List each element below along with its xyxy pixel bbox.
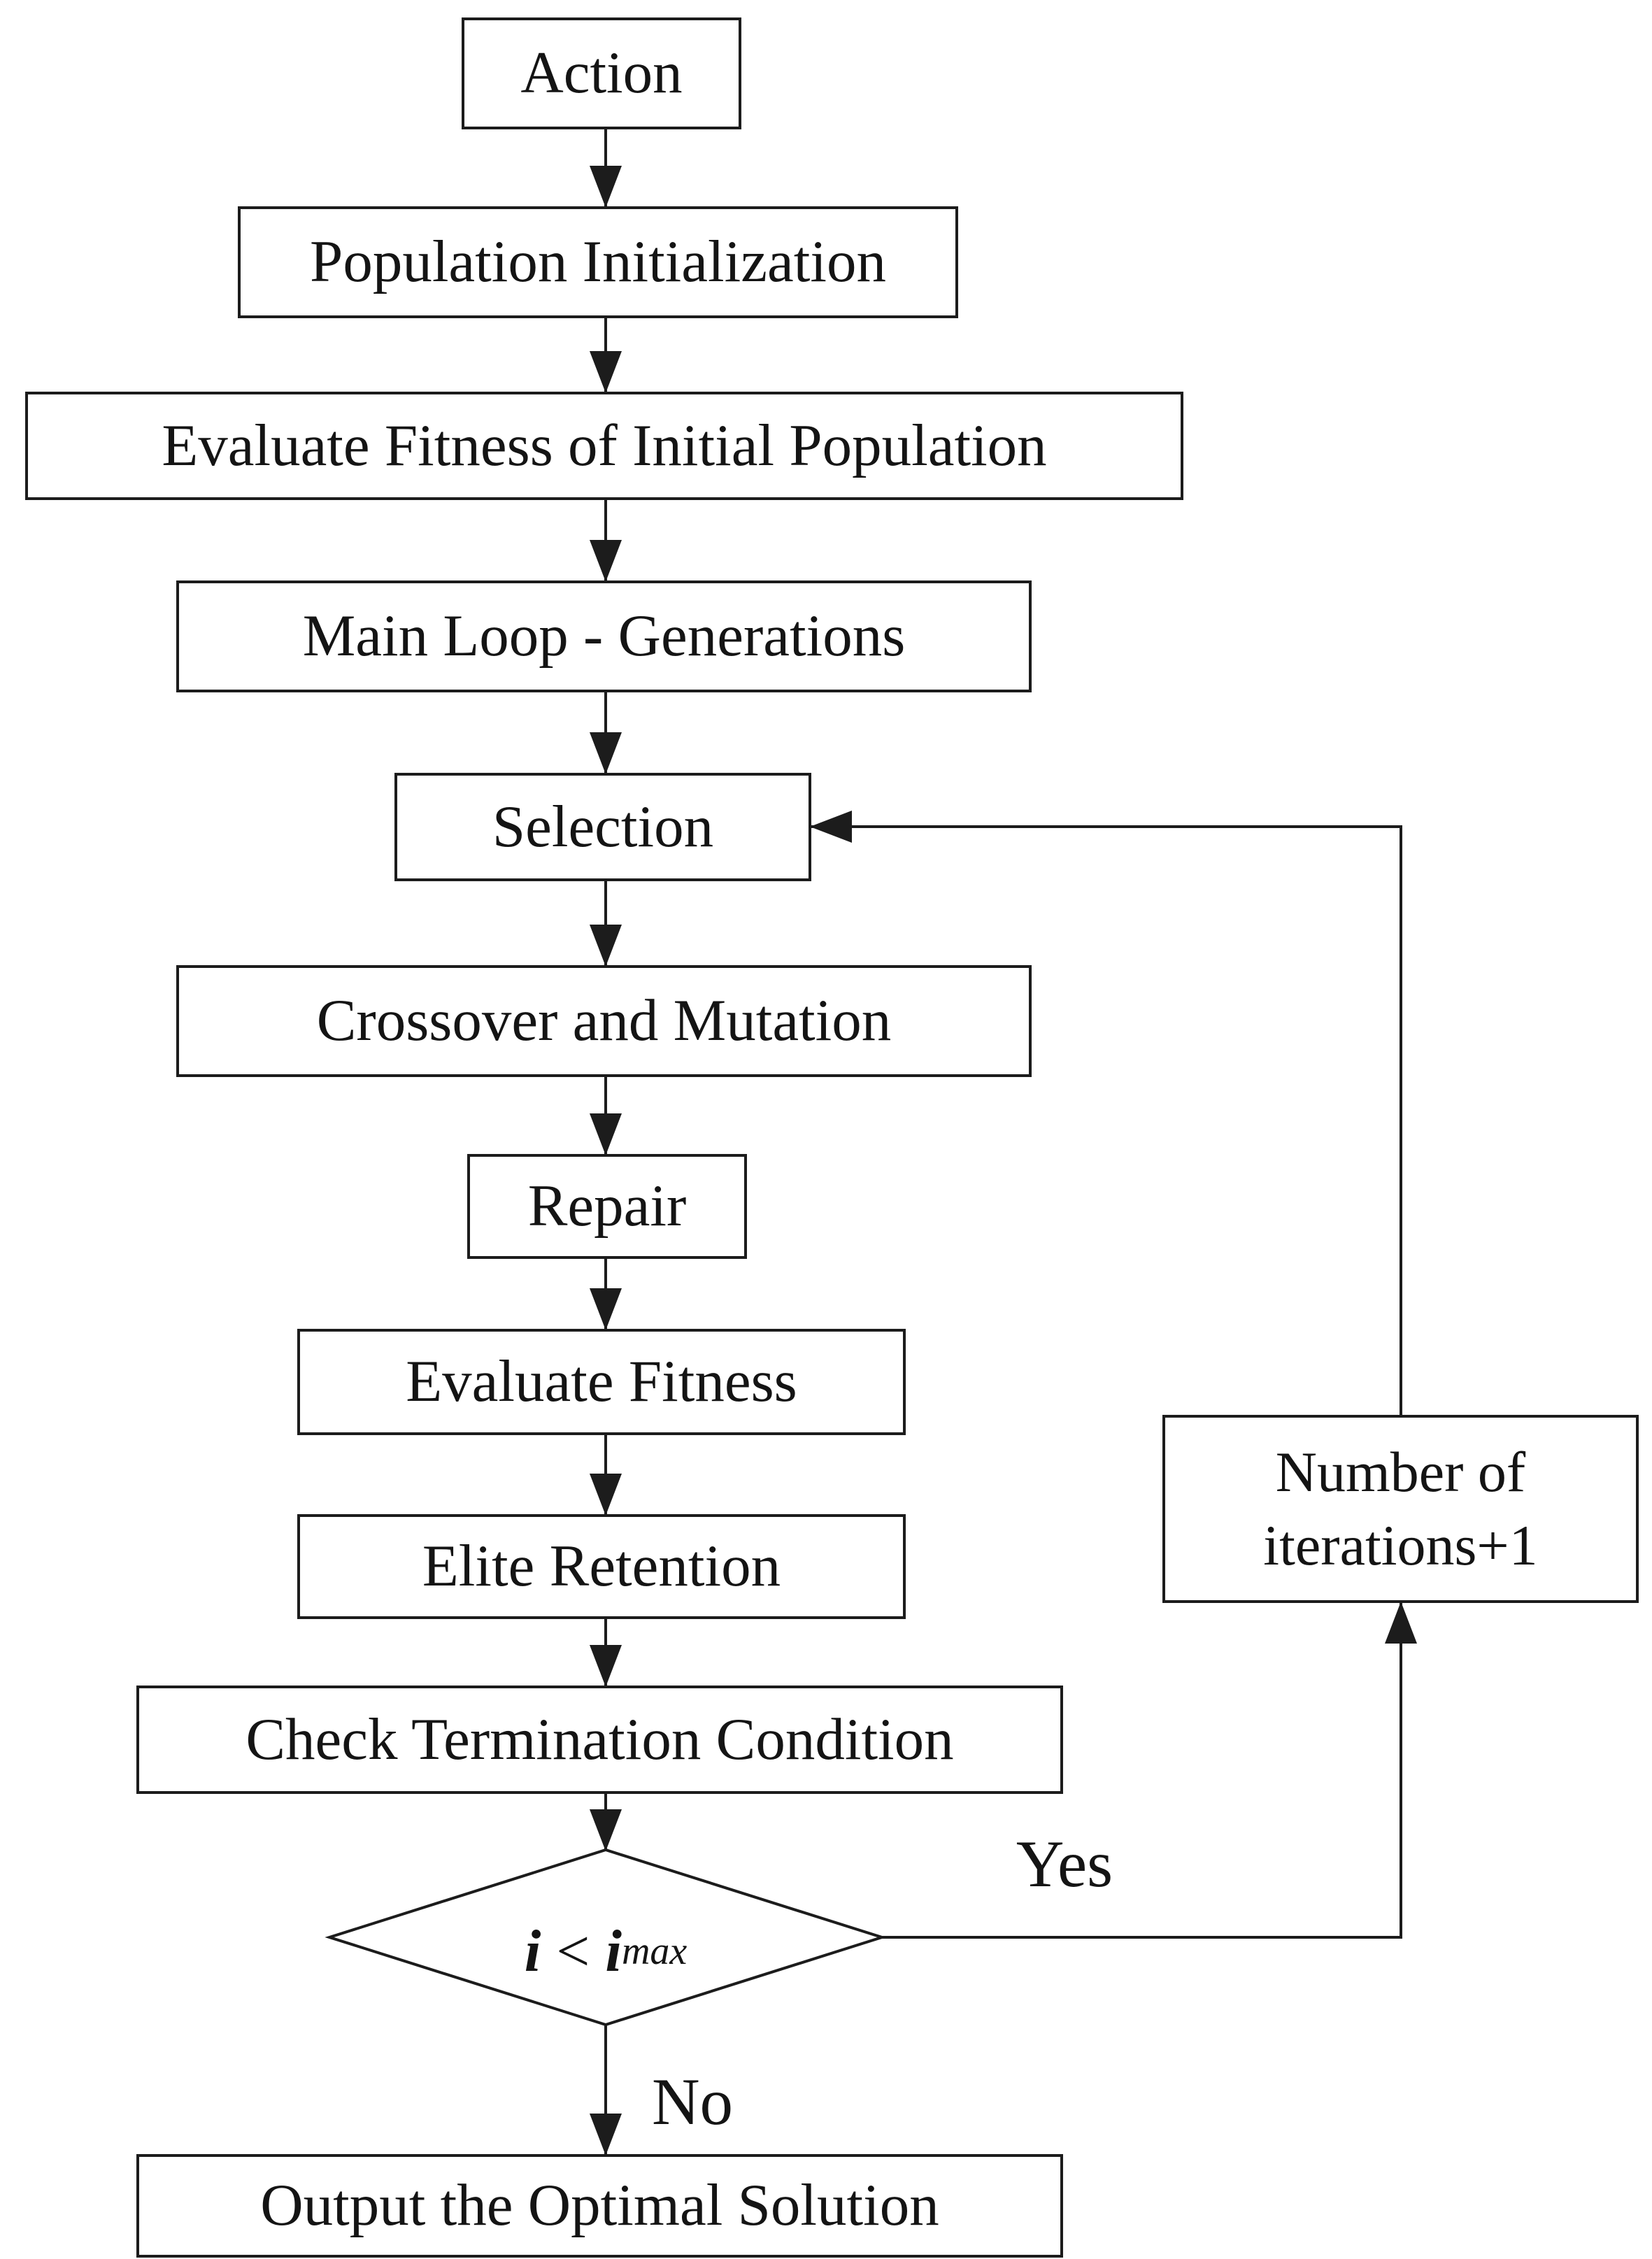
edge-label-no: No: [651, 2065, 734, 2139]
node-repair-label: Repair: [527, 1173, 687, 1239]
node-elite-retention-label: Elite Retention: [422, 1533, 781, 1599]
node-check-termination-label: Check Termination Condition: [245, 1706, 954, 1772]
node-crossover-mutation: Crossover and Mutation: [176, 965, 1032, 1077]
iteration-counter-line1: Number of: [1275, 1439, 1526, 1504]
edge-iteration-to-selection: [810, 811, 1402, 1415]
decision-operator: <: [556, 1918, 590, 1984]
node-repair: Repair: [467, 1154, 747, 1259]
node-elite-retention: Elite Retention: [297, 1514, 906, 1619]
node-population-initialization-label: Population Initialization: [310, 229, 886, 295]
node-iteration-counter-label: Number of iterations+1: [1263, 1436, 1537, 1583]
node-action-label: Action: [520, 40, 683, 106]
node-selection: Selection: [394, 773, 811, 881]
node-output-solution-label: Output the Optimal Solution: [260, 2172, 939, 2239]
node-population-initialization: Population Initialization: [238, 206, 958, 318]
node-selection-label: Selection: [492, 793, 714, 860]
node-evaluate-fitness-label: Evaluate Fitness: [406, 1348, 797, 1415]
node-output-solution: Output the Optimal Solution: [136, 2154, 1063, 2258]
edge-decision-yes-to-iteration: [882, 1602, 1417, 1939]
node-evaluate-initial-fitness: Evaluate Fitness of Initial Population: [25, 392, 1183, 500]
decision-diamond: [325, 1848, 887, 2027]
decision-var-imax: i: [605, 1918, 622, 1984]
node-action: Action: [462, 17, 741, 129]
node-crossover-mutation-label: Crossover and Mutation: [316, 988, 892, 1054]
decision-var-i: i: [524, 1918, 541, 1984]
node-evaluate-initial-fitness-label: Evaluate Fitness of Initial Population: [162, 412, 1047, 478]
node-main-loop: Main Loop - Generations: [176, 580, 1032, 692]
iteration-counter-line2: iterations+1: [1263, 1513, 1538, 1577]
node-evaluate-fitness: Evaluate Fitness: [297, 1329, 906, 1435]
decision-subscript-max: max: [621, 1930, 688, 1973]
edge-label-yes: Yes: [1016, 1827, 1113, 1901]
node-check-termination: Check Termination Condition: [136, 1686, 1063, 1794]
node-iteration-counter: Number of iterations+1: [1162, 1415, 1639, 1603]
node-main-loop-label: Main Loop - Generations: [302, 603, 906, 669]
